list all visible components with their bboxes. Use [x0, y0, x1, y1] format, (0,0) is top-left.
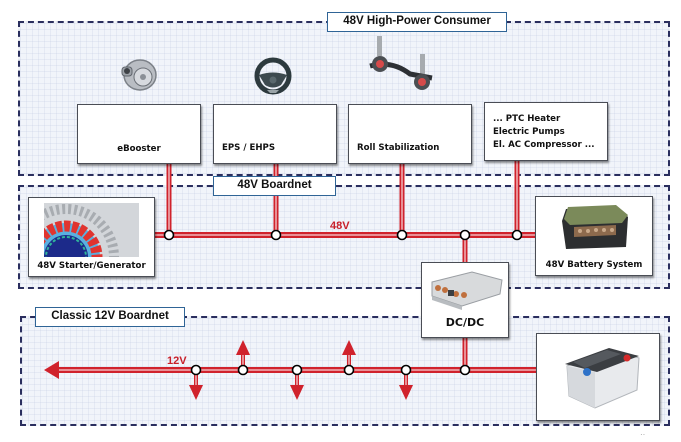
- steering-wheel-icon: [253, 57, 293, 95]
- consumer-card-other-loads[interactable]: ... PTC Heater Electric Pumps El. AC Com…: [484, 102, 608, 161]
- tap-12v-arrow-3: [342, 340, 356, 355]
- node-12v-4: [400, 364, 412, 376]
- consumer-line-ac-compressor: El. AC Compressor ...: [493, 140, 595, 150]
- tap-12v-arrow-0: [189, 385, 203, 400]
- consumer-other-loads-text: ... PTC Heater Electric Pumps El. AC Com…: [493, 113, 595, 152]
- zone-label-48v-boardnet: 48V Boardnet: [213, 176, 336, 196]
- battery-48v-card[interactable]: 48V Battery System: [535, 196, 653, 276]
- ebooster-icon: [117, 55, 159, 93]
- node-48v-dcdc: [459, 229, 471, 241]
- node-12v-1: [237, 364, 249, 376]
- battery-48v-label: 48V Battery System: [545, 260, 643, 270]
- zone-label-12v-boardnet: Classic 12V Boardnet: [35, 307, 185, 327]
- battery-pack-icon: [556, 203, 634, 253]
- starter-generator-label: 48V Starter/Generator: [37, 261, 146, 271]
- junction-nodes: [163, 229, 523, 376]
- consumer-card-roll-stabilization[interactable]: Roll Stabilization: [348, 104, 472, 164]
- bus-12v-left-arrow: [44, 361, 59, 379]
- converter-icon: [428, 268, 504, 310]
- consumer-line-electric-pumps: Electric Pumps: [493, 127, 565, 137]
- node-12v-0: [190, 364, 202, 376]
- node-12v-2: [291, 364, 303, 376]
- node-12v-dcdc: [459, 364, 471, 376]
- tap-12v-arrow-2: [290, 385, 304, 400]
- bus-48v-voltage-label: 48V: [330, 220, 350, 232]
- footer-mark: ··: [640, 430, 646, 439]
- electric-motor-icon: [44, 203, 139, 257]
- starter-generator-card[interactable]: 48V Starter/Generator: [28, 197, 155, 277]
- car-battery-icon: [557, 342, 643, 414]
- wires: [44, 161, 536, 400]
- consumer-line-ptc-heater: ... PTC Heater: [493, 114, 561, 124]
- battery-12v-card[interactable]: [536, 333, 660, 421]
- tap-12v-arrow-1: [236, 340, 250, 355]
- node-12v-3: [343, 364, 355, 376]
- consumer-label-eps-ehps: EPS / EHPS: [222, 143, 276, 153]
- consumer-label-ebooster: eBooster: [117, 144, 161, 154]
- tap-12v-arrow-4: [399, 385, 413, 400]
- bus-12v-voltage-label: 12V: [167, 355, 187, 367]
- consumer-label-roll-stabilization: Roll Stabilization: [357, 143, 440, 153]
- node-48v-roll: [396, 229, 408, 241]
- consumer-card-ebooster[interactable]: eBooster: [77, 104, 201, 164]
- node-48v-other: [511, 229, 523, 241]
- dcdc-label: DC/DC: [445, 316, 485, 329]
- node-48v-ebooster: [163, 229, 175, 241]
- zone-label-48v-high-power-consumer: 48V High-Power Consumer: [327, 12, 507, 32]
- node-48v-eps: [270, 229, 282, 241]
- consumer-card-eps-ehps[interactable]: EPS / EHPS: [213, 104, 337, 164]
- axle-stabilizer-icon: [362, 34, 438, 96]
- dcdc-converter-card[interactable]: DC/DC: [421, 262, 509, 338]
